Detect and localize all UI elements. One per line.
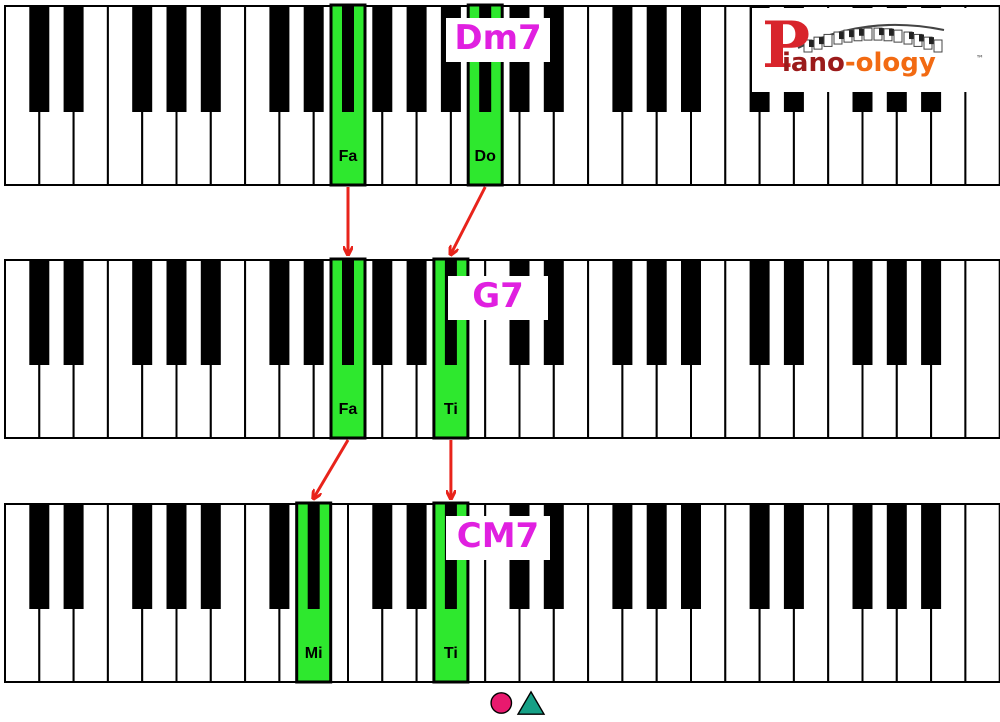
- logo-black-key: [879, 28, 884, 36]
- black-key: [303, 6, 324, 112]
- chord-label-dm7: Dm7: [446, 18, 550, 62]
- black-key: [852, 260, 873, 365]
- logo-text-main: iano: [782, 48, 845, 78]
- black-key: [29, 6, 50, 112]
- logo-wordmark: iano-ology: [782, 48, 936, 78]
- black-key: [783, 504, 804, 609]
- keyboard-g7: Fa Ti: [4, 257, 1000, 440]
- logo-text-dash: -ology: [844, 48, 936, 78]
- note-label-mi: Mi: [305, 645, 323, 662]
- highlighted-key-black-stripe: [307, 504, 320, 609]
- logo-key: [823, 33, 833, 47]
- black-key: [63, 260, 84, 365]
- black-key: [406, 260, 427, 365]
- black-key: [269, 260, 290, 365]
- logo-black-key: [889, 28, 894, 36]
- black-key: [646, 6, 667, 112]
- note-label-ti: Ti: [444, 401, 458, 418]
- black-key: [406, 504, 427, 609]
- logo-key: [893, 29, 903, 43]
- voice-leading-arrow: [314, 439, 350, 498]
- black-key: [543, 260, 564, 365]
- black-key: [372, 6, 393, 112]
- logo-black-key: [839, 32, 844, 40]
- logo-black-key: [849, 30, 854, 38]
- black-key: [886, 504, 907, 609]
- pianology-logo: P iano-ology ™: [752, 8, 990, 92]
- keyboard-cm7: Mi Ti: [4, 501, 1000, 684]
- logo-trademark: ™: [976, 54, 984, 63]
- black-key: [372, 260, 393, 365]
- note-label-fa: Fa: [339, 401, 358, 418]
- black-key: [681, 260, 701, 365]
- black-key: [200, 504, 221, 609]
- highlighted-key-black-stripe: [342, 260, 354, 365]
- legend-circle-icon: [490, 692, 513, 714]
- logo-key: [933, 39, 943, 53]
- black-key: [29, 504, 50, 609]
- note-label-do: Do: [475, 148, 497, 165]
- chord-label-g7: G7: [448, 276, 548, 320]
- black-key: [372, 504, 393, 609]
- black-key: [63, 504, 84, 609]
- black-key: [886, 260, 907, 365]
- black-key: [132, 260, 153, 365]
- white-key: [964, 503, 1000, 683]
- logo-letter-p: P: [762, 8, 811, 83]
- black-key: [166, 504, 187, 609]
- logo-black-key: [929, 37, 934, 45]
- legend-triangle-icon: [516, 690, 546, 715]
- black-key: [200, 6, 221, 112]
- black-key: [406, 6, 427, 112]
- black-key: [646, 504, 667, 609]
- black-key: [681, 504, 701, 609]
- highlighted-key-black-stripe: [342, 6, 354, 112]
- chord-label-cm7: CM7: [446, 516, 550, 560]
- logo-piano-keys-icon: [797, 23, 945, 53]
- black-key: [63, 6, 84, 112]
- black-key: [612, 6, 633, 112]
- white-key: [964, 259, 1000, 439]
- black-key: [132, 504, 153, 609]
- black-key: [921, 260, 942, 365]
- black-key: [200, 260, 221, 365]
- black-key: [852, 504, 873, 609]
- legend-shapes: [490, 690, 546, 715]
- black-key: [921, 504, 942, 609]
- black-key: [612, 260, 633, 365]
- black-key: [612, 504, 633, 609]
- black-key: [29, 260, 50, 365]
- logo-key: [863, 27, 873, 41]
- black-key: [303, 260, 324, 365]
- logo-black-key: [809, 40, 814, 47]
- black-key: [132, 6, 153, 112]
- logo-black-key: [819, 37, 824, 45]
- black-key: [646, 260, 667, 365]
- note-label-fa: Fa: [339, 148, 358, 165]
- black-key: [681, 6, 701, 112]
- black-key: [749, 260, 770, 365]
- logo-black-key: [859, 28, 864, 36]
- note-label-ti: Ti: [444, 645, 458, 662]
- black-key: [166, 6, 187, 112]
- black-key: [166, 260, 187, 365]
- black-key: [269, 504, 290, 609]
- black-key: [783, 260, 804, 365]
- logo-black-key: [919, 34, 924, 42]
- black-key: [749, 504, 770, 609]
- black-key: [269, 6, 290, 112]
- logo-black-key: [909, 32, 914, 40]
- voice-leading-arrow: [451, 186, 487, 254]
